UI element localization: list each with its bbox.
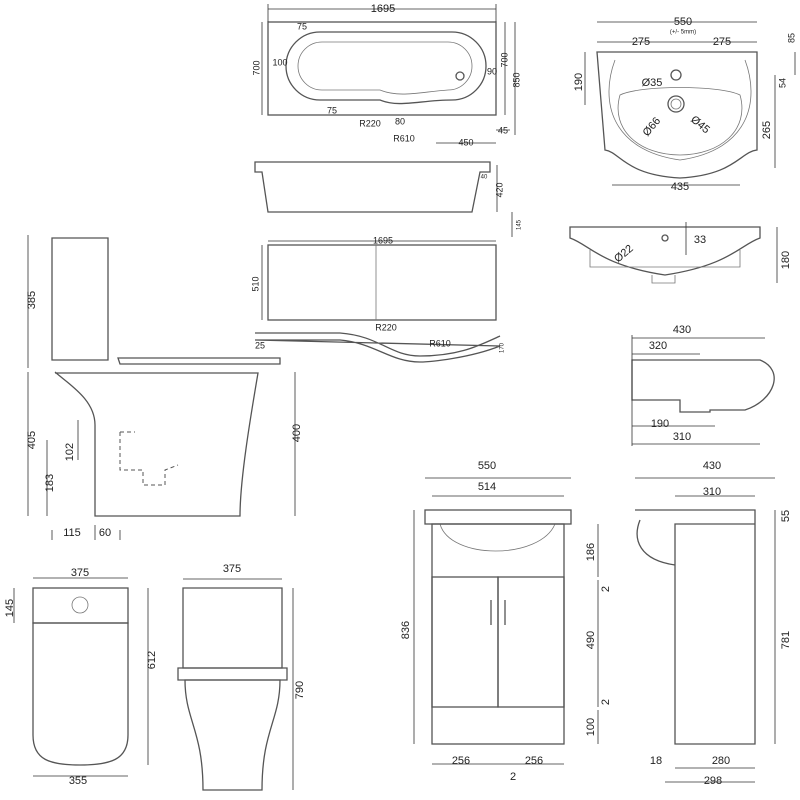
bath-plan-view: 1695 75 100 700 90 700 850 75 R220 80 R6… bbox=[251, 3, 521, 147]
dim-label: 190 bbox=[651, 418, 669, 430]
dim-label: 100 bbox=[272, 57, 287, 67]
basin-profile-view: 430 320 190 310 bbox=[631, 324, 775, 446]
dim-label: 836 bbox=[400, 621, 412, 639]
dim-label: 310 bbox=[673, 431, 691, 443]
toilet-front-view: 375 790 bbox=[177, 563, 306, 791]
dim-label: 145 bbox=[4, 599, 16, 617]
dim-bath-length: 1695 bbox=[371, 3, 395, 15]
dim-label: R220 bbox=[375, 322, 397, 332]
dim-label: 40 bbox=[481, 175, 488, 181]
basin-plan-view: 550 (+/- 5mm) 275 275 85 190 Ø35 54 Ø66 … bbox=[573, 16, 796, 193]
dim-label: 850 bbox=[511, 72, 521, 87]
dim-label: 790 bbox=[294, 681, 306, 699]
basin-front-view: Ø22 33 180 bbox=[569, 222, 792, 284]
dim-label: 186 bbox=[585, 543, 597, 561]
dim-label: 183 bbox=[44, 474, 56, 492]
dim-label: 781 bbox=[780, 631, 792, 649]
dim-label: 180 bbox=[780, 251, 792, 269]
toilet-top-view: 375 145 612 355 bbox=[4, 567, 158, 787]
dim-label: 100 bbox=[585, 718, 597, 736]
dim-label: 102 bbox=[64, 443, 76, 461]
dim-label: 355 bbox=[69, 775, 87, 787]
dim-label: 550 bbox=[478, 460, 496, 472]
dim-label: 490 bbox=[585, 631, 597, 649]
dim-label: R220 bbox=[359, 118, 381, 128]
bath-panel-view: 1695 510 R220 R610 25 170 bbox=[250, 235, 506, 363]
waste-icon bbox=[667, 95, 685, 113]
bath-side-view: 40 420 145 bbox=[254, 161, 523, 237]
dim-label: 550 bbox=[674, 16, 692, 28]
dim-label: 2 bbox=[600, 586, 612, 592]
dim-label: 612 bbox=[146, 651, 158, 669]
bath-outline bbox=[267, 21, 497, 116]
dim-label: 45 bbox=[498, 125, 508, 135]
dim-label: 18 bbox=[650, 755, 662, 767]
dim-label: Ø35 bbox=[642, 77, 663, 89]
bath-basin-outline bbox=[285, 31, 487, 105]
dim-label: (+/- 5mm) bbox=[670, 30, 696, 36]
dim-label: 75 bbox=[327, 105, 337, 115]
dim-label: 310 bbox=[703, 486, 721, 498]
dim-label: 405 bbox=[26, 431, 38, 449]
dim-label: 115 bbox=[63, 527, 81, 539]
vanity-side-view: 430 310 55 781 18 280 298 bbox=[635, 460, 792, 787]
vanity-door-right[interactable] bbox=[497, 576, 565, 708]
tap-hole-icon bbox=[670, 69, 682, 81]
dim-label: 275 bbox=[713, 36, 731, 48]
dim-label: 514 bbox=[478, 481, 496, 493]
dim-label: 54 bbox=[777, 78, 787, 88]
dim-label: Ø66 bbox=[641, 115, 664, 139]
dim-label: 256 bbox=[525, 755, 543, 767]
dim-label: 170 bbox=[500, 342, 506, 353]
dim-label: 298 bbox=[704, 775, 722, 787]
dim-label: 385 bbox=[26, 291, 38, 309]
dim-label: 430 bbox=[703, 460, 721, 472]
dim-label: 320 bbox=[649, 340, 667, 352]
dim-label: 256 bbox=[452, 755, 470, 767]
dim-label: 75 bbox=[297, 21, 307, 31]
dim-label: 55 bbox=[780, 510, 792, 522]
dim-label: 375 bbox=[223, 563, 241, 575]
bath-waste-icon bbox=[455, 71, 465, 81]
dim-label: 265 bbox=[761, 121, 773, 139]
dim-label: 85 bbox=[786, 33, 796, 43]
dim-label: 60 bbox=[99, 527, 111, 539]
vanity-front-view: 550 514 186 2 836 490 2 100 256 256 2 bbox=[400, 460, 612, 783]
dim-label: 700 bbox=[251, 60, 261, 75]
dim-label: R610 bbox=[393, 133, 415, 143]
dim-label: 80 bbox=[395, 116, 405, 126]
dim-label: 375 bbox=[71, 567, 89, 579]
dim-label: 510 bbox=[250, 276, 260, 291]
dim-label: 1695 bbox=[373, 235, 393, 245]
flush-button-icon bbox=[71, 596, 89, 614]
vanity-door-left[interactable] bbox=[431, 576, 499, 708]
dim-label: 33 bbox=[694, 234, 706, 246]
dim-label: 25 bbox=[255, 340, 265, 350]
dim-label: 2 bbox=[510, 771, 516, 783]
toilet-side-view: 385 405 102 183 400 115 60 bbox=[26, 235, 303, 540]
dim-label: 145 bbox=[517, 219, 523, 230]
dim-label: 450 bbox=[458, 137, 473, 147]
dim-label: 400 bbox=[291, 424, 303, 442]
dim-label: 2 bbox=[600, 699, 612, 705]
dim-label: 190 bbox=[573, 73, 585, 91]
dim-label: 90 bbox=[487, 66, 497, 76]
dim-label: 420 bbox=[494, 182, 504, 197]
dim-label: 275 bbox=[632, 36, 650, 48]
dim-label: 280 bbox=[712, 755, 730, 767]
dim-label: Ø45 bbox=[688, 114, 712, 137]
dim-label: 435 bbox=[671, 181, 689, 193]
dim-label: 700 bbox=[499, 52, 509, 67]
dim-label: R610 bbox=[429, 338, 451, 348]
dim-label: 430 bbox=[673, 324, 691, 336]
